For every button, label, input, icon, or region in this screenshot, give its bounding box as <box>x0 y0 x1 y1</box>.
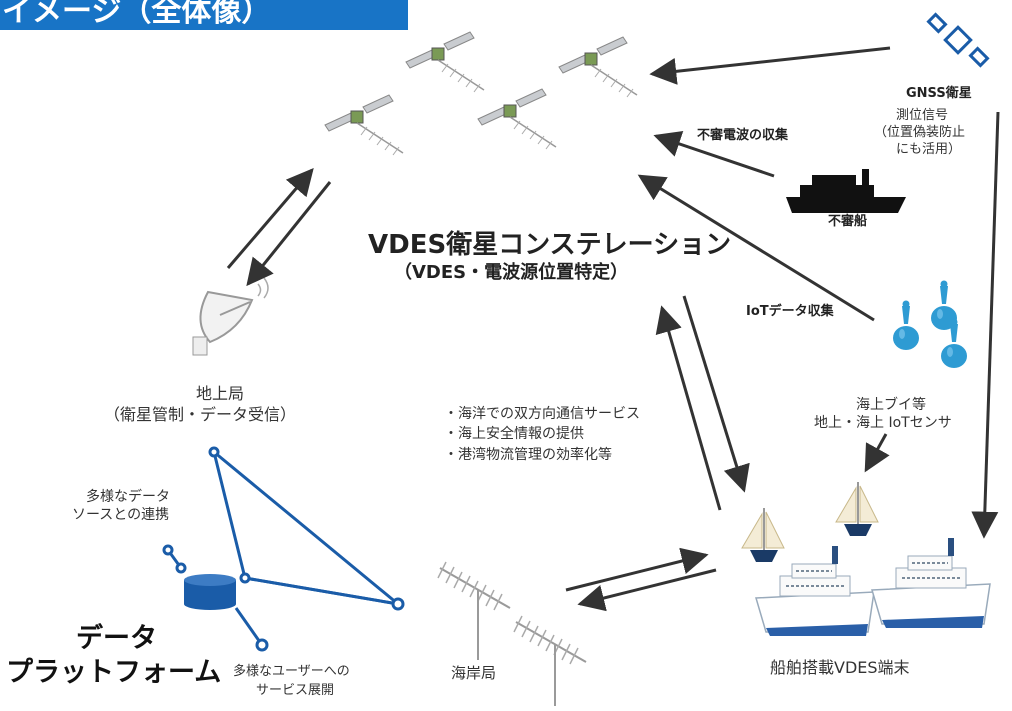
services-list: ・海洋での双方向通信サービス ・海上安全情報の提供 ・港湾物流管理の効率化等 <box>444 404 640 465</box>
suspicious-ship-icon <box>786 169 906 213</box>
platform-label-line2: プラットフォーム <box>6 657 222 688</box>
arrow-ground-to-satellite <box>226 167 314 269</box>
gnss-satellite-icon <box>926 12 990 68</box>
ground-station-sublabel: （衛星管制・データ受信） <box>104 405 297 424</box>
service-item: ・海洋での双方向通信サービス <box>444 406 640 422</box>
satellite-icon <box>324 94 404 156</box>
coast-station-label: 海岸局 <box>451 664 497 682</box>
arrow-buoy-to-ships <box>864 433 890 473</box>
gnss-line3: にも活用） <box>896 142 962 157</box>
satellite-icon <box>477 88 557 150</box>
sailboat-icon <box>835 481 879 537</box>
service-item: ・港湾物流管理の効率化等 <box>444 446 612 463</box>
arrow-satellite-to-ships <box>682 295 750 493</box>
data-sources-line2: ソースとの連携 <box>72 507 170 523</box>
ferry-icon <box>755 545 875 637</box>
coast-antenna-icon <box>437 561 511 611</box>
platform-label-line1: データ <box>76 623 157 654</box>
buoy-label-line2: 地上・海上 IoTセンサ <box>814 415 952 431</box>
service-item: ・海上安全情報の提供 <box>444 426 584 443</box>
arrow-iot-collection <box>637 174 875 322</box>
data-sources-line1: 多様なデータ <box>86 489 170 505</box>
platform-network <box>166 450 404 646</box>
constellation-title: VDES衛星コンステレーション <box>368 230 732 260</box>
buoy-label-line1: 海上ブイ等 <box>856 397 926 413</box>
ship-terminal-label: 船舶搭載VDES端末 <box>770 658 910 677</box>
arrow-suspicious-signal <box>653 131 775 178</box>
ground-station-label: 地上局 <box>196 384 245 403</box>
network-node <box>162 446 405 652</box>
arrow-satellite-to-ground <box>246 181 332 287</box>
satellite-icon <box>558 36 638 98</box>
ground-station-dish-icon <box>192 277 269 356</box>
satellite-icon <box>405 31 485 93</box>
arrow-gnss-to-satellites <box>649 46 891 85</box>
arrow-ships-to-coast <box>577 568 717 612</box>
arrows <box>226 46 1000 612</box>
gnss-line2: （位置偽装防止 <box>874 125 966 140</box>
gnss-line1: 測位信号 <box>896 108 949 123</box>
sailboat-icon <box>741 507 785 563</box>
page-title: イメージ（全体像） <box>0 0 408 30</box>
suspicious-ship-label: 不審船 <box>828 214 868 229</box>
arrow-gnss-to-ships <box>971 111 1000 539</box>
iot-collect-label: IoTデータ収集 <box>746 304 834 319</box>
database-icon <box>184 574 236 610</box>
arrow-coast-to-ships <box>565 547 709 592</box>
gnss-name: GNSS衛星 <box>906 86 972 101</box>
buoy-icon <box>893 300 919 350</box>
arrow-ships-to-satellite <box>655 305 722 511</box>
constellation-subtitle: （VDES・電波源位置特定） <box>394 262 629 283</box>
coast-antenna-icon <box>513 615 587 665</box>
suspicious-collect-label: 不審電波の収集 <box>697 128 789 143</box>
ferry-icon <box>871 537 991 629</box>
user-services-line2: サービス展開 <box>256 683 335 698</box>
user-services-line1: 多様なユーザーへの <box>233 664 350 679</box>
